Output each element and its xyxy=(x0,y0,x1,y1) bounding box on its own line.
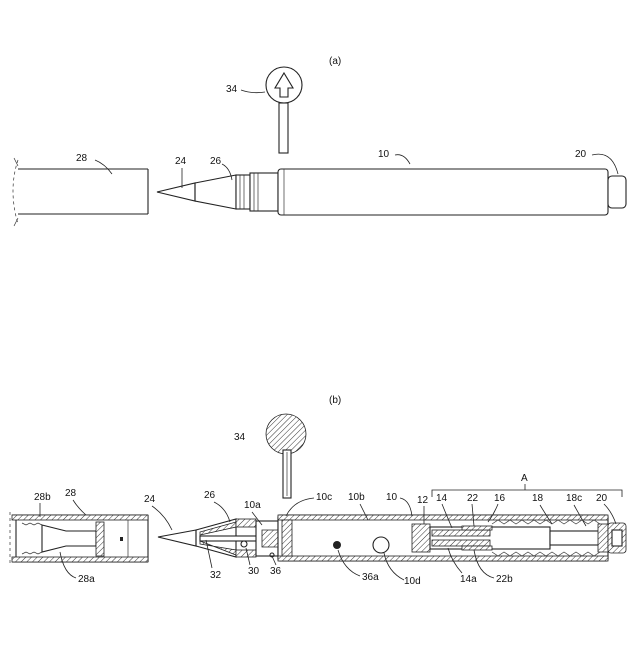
caption-a: (a) xyxy=(329,56,341,67)
cap-28-a xyxy=(13,158,148,226)
label-14a-b: 14a xyxy=(460,574,477,585)
label-34-b: 34 xyxy=(234,432,246,443)
label-28b-b: 28b xyxy=(34,492,51,503)
label-22-b: 22 xyxy=(467,493,479,504)
label-26-a: 26 xyxy=(210,156,222,167)
label-10c-b: 10c xyxy=(316,492,332,503)
label-36-b: 36 xyxy=(270,566,282,577)
label-10a-b: 10a xyxy=(244,500,261,511)
tip-24-a xyxy=(157,183,195,201)
caption-b: (b) xyxy=(329,395,341,406)
label-36a-b: 36a xyxy=(362,572,379,583)
label-10b-b: 10b xyxy=(348,492,365,503)
label-A-b: A xyxy=(521,473,528,484)
label-26-b: 26 xyxy=(204,490,216,501)
label-30-b: 30 xyxy=(248,566,260,577)
label-16-b: 16 xyxy=(494,493,506,504)
label-12-b: 12 xyxy=(417,495,429,506)
cap-28-b xyxy=(10,512,148,566)
label-28-b: 28 xyxy=(65,488,77,499)
label-22b-b: 22b xyxy=(496,574,513,585)
label-20-a: 20 xyxy=(575,149,587,160)
label-20-b: 20 xyxy=(596,493,608,504)
knob-20-b xyxy=(608,523,626,553)
knob-20-a xyxy=(608,176,626,208)
label-10-b: 10 xyxy=(386,492,398,503)
disc-34-b xyxy=(266,414,306,498)
cone-26-a xyxy=(195,173,278,211)
bracket-a xyxy=(432,484,622,497)
label-34-a: 34 xyxy=(226,84,238,95)
label-10-a: 10 xyxy=(378,149,390,160)
tip-24-b xyxy=(158,530,196,546)
label-28-a: 28 xyxy=(76,153,88,164)
label-18c-b: 18c xyxy=(566,493,582,504)
label-32-b: 32 xyxy=(210,570,222,581)
label-28a-b: 28a xyxy=(78,574,95,585)
label-24-a: 24 xyxy=(175,156,187,167)
label-10d-b: 10d xyxy=(404,576,421,587)
label-24-b: 24 xyxy=(144,494,156,505)
label-18-b: 18 xyxy=(532,493,544,504)
barrel-10-a xyxy=(278,169,608,215)
arrow-34-a xyxy=(266,67,302,153)
barrel-10-b xyxy=(278,515,608,561)
label-14-b: 14 xyxy=(436,493,448,504)
